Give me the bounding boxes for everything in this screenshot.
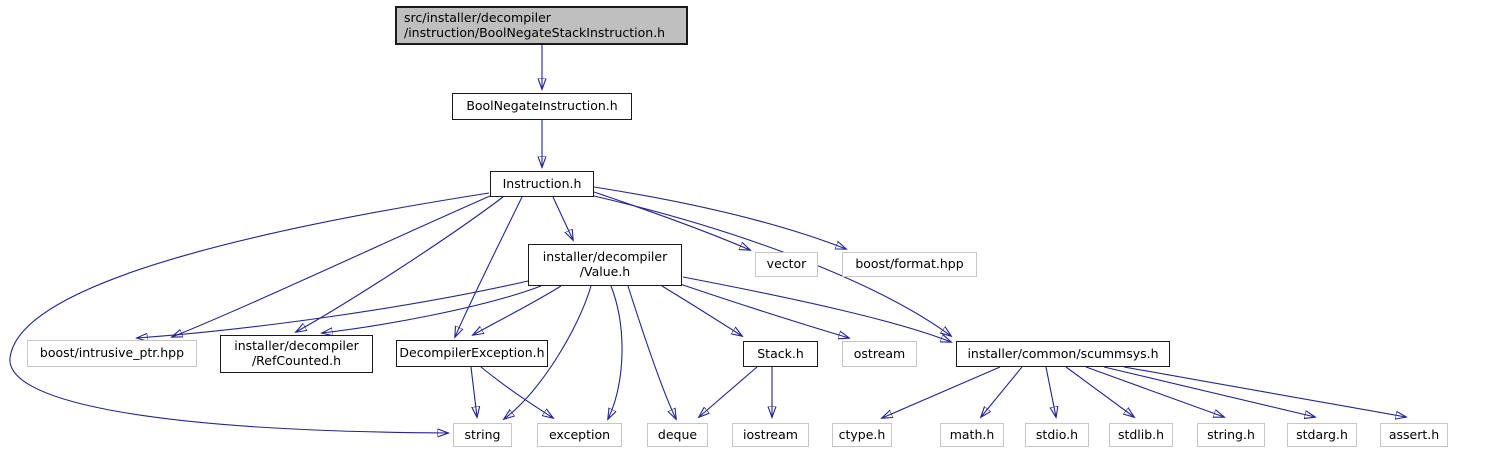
node-string: string xyxy=(453,423,512,447)
edge-value-to-ostream xyxy=(679,283,849,338)
node-boolnegatestackinstruction-h: src/installer/decompiler /instruction/Bo… xyxy=(395,6,688,45)
node-label-line1: installer/decompiler xyxy=(542,249,668,265)
edge-value-to-scummsys xyxy=(682,276,951,342)
node-stack-h[interactable]: Stack.h xyxy=(743,341,818,367)
node-label: deque xyxy=(657,426,698,442)
node-math-h: math.h xyxy=(940,423,1004,447)
node-stdio-h: stdio.h xyxy=(1025,423,1089,447)
edge-instruction-to-format xyxy=(593,186,846,249)
node-label: exception xyxy=(548,426,611,442)
node-stdarg-h: stdarg.h xyxy=(1287,423,1357,447)
edge-value-to-deque xyxy=(627,285,676,419)
edge-instruction-to-value xyxy=(552,196,573,240)
edge-scummsys-to-assert xyxy=(1123,366,1406,417)
node-label: assert.h xyxy=(1388,426,1440,442)
node-label: stdio.h xyxy=(1035,426,1079,442)
node-string-h: string.h xyxy=(1197,423,1265,447)
node-instruction-h[interactable]: Instruction.h xyxy=(490,171,594,197)
node-label: boost/format.hpp xyxy=(855,256,964,272)
node-label-line2: /Value.h xyxy=(579,264,631,279)
edge-value-to-exception xyxy=(608,285,623,419)
edge-value-to-dexception xyxy=(473,285,562,335)
node-label: BoolNegateInstruction.h xyxy=(466,98,618,114)
edge-value-to-stack xyxy=(661,285,742,336)
node-label: ostream xyxy=(853,345,906,361)
node-boolnegateinstruction-h[interactable]: BoolNegateInstruction.h xyxy=(452,93,632,120)
node-label: installer/common/scummsys.h xyxy=(967,345,1159,361)
node-boost-intrusive-ptr-hpp: boost/intrusive_ptr.hpp xyxy=(27,340,197,367)
node-label: DecompilerException.h xyxy=(399,345,545,361)
node-label-line1: installer/decompiler xyxy=(234,338,359,354)
node-label: stdlib.h xyxy=(1117,426,1165,442)
edge-value-to-string xyxy=(504,285,592,419)
edge-instruction-to-intrusive xyxy=(172,195,491,337)
node-scummsys-h[interactable]: installer/common/scummsys.h xyxy=(956,341,1170,367)
root-label-line2: /instruction/BoolNegateStackInstruction.… xyxy=(404,24,666,40)
node-ctype-h: ctype.h xyxy=(832,423,892,447)
edge-instruction-to-dexception xyxy=(455,196,523,337)
edge-instruction-to-string xyxy=(9,192,490,433)
node-label: string.h xyxy=(1207,426,1255,442)
root-label-line1: src/installer/decompiler xyxy=(404,9,551,25)
edge-scummsys-to-stdarg xyxy=(1103,366,1315,417)
node-iostream: iostream xyxy=(732,423,809,447)
node-label: vector xyxy=(766,256,807,272)
node-value-h[interactable]: installer/decompiler /Value.h xyxy=(528,244,682,286)
node-exception: exception xyxy=(537,423,622,447)
node-label: Stack.h xyxy=(757,345,804,361)
edge-value-to-refcounted xyxy=(322,285,542,333)
node-label: ctype.h xyxy=(838,426,886,442)
node-label: Instruction.h xyxy=(502,175,582,191)
edge-scummsys-to-stdio xyxy=(1045,366,1056,417)
node-label-line2: /RefCounted.h xyxy=(251,353,342,368)
edge-scummsys-to-ctype xyxy=(882,366,1001,418)
node-stdlib-h: stdlib.h xyxy=(1109,423,1173,447)
node-label: math.h xyxy=(949,426,995,442)
edge-instruction-to-vector xyxy=(593,191,750,250)
edge-scummsys-to-stringh xyxy=(1085,366,1224,417)
edge-instruction-to-refcounted xyxy=(296,196,504,332)
node-deque: deque xyxy=(647,423,708,447)
edge-dexception-to-exception xyxy=(480,366,553,418)
node-label: stdarg.h xyxy=(1296,426,1348,442)
node-label: boost/intrusive_ptr.hpp xyxy=(39,345,185,361)
node-decompilerexception-h[interactable]: DecompilerException.h xyxy=(396,340,548,367)
node-assert-h: assert.h xyxy=(1380,423,1448,447)
node-refcounted-h[interactable]: installer/decompiler /RefCounted.h xyxy=(220,335,373,373)
edge-value-to-intrusive xyxy=(137,280,529,338)
edge-dexception-to-string xyxy=(470,366,477,417)
edge-scummsys-to-math xyxy=(981,366,1023,417)
node-label: string xyxy=(464,426,501,442)
node-ostream: ostream xyxy=(842,341,917,367)
node-boost-format-hpp: boost/format.hpp xyxy=(842,252,977,277)
edge-stack-to-deque xyxy=(699,366,758,417)
node-label: iostream xyxy=(743,426,798,442)
node-vector: vector xyxy=(755,252,818,277)
edge-scummsys-to-stdlib xyxy=(1065,366,1134,417)
